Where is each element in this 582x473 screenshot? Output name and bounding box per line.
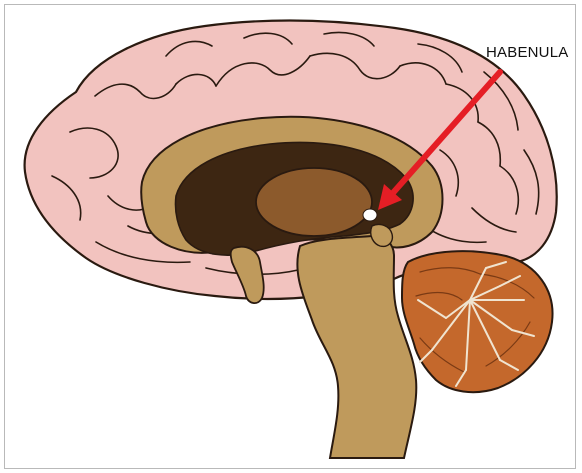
habenula-label: HABENULA [486, 45, 568, 60]
habenula-marker [363, 209, 377, 221]
thalamus [256, 168, 372, 236]
